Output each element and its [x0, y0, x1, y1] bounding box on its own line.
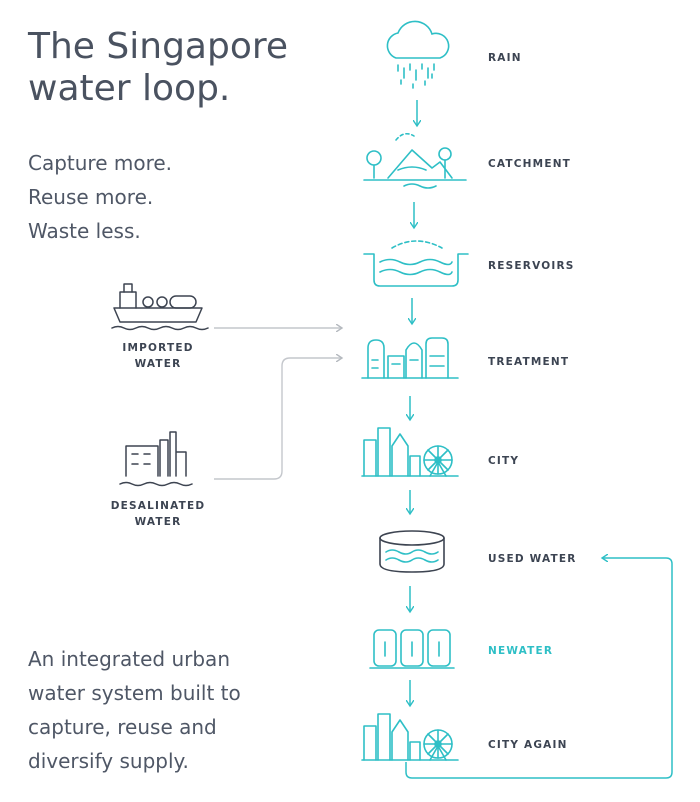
arrow-desalinated-to-treatment	[214, 358, 342, 480]
desalination-plant-icon	[119, 431, 193, 487]
city-again-skyline-icon	[361, 713, 459, 761]
page-title: The Singapore water loop.	[28, 26, 348, 110]
stage-label-city: CITY	[488, 455, 520, 467]
flow-arrows	[410, 100, 417, 706]
tanker-ship-icon	[111, 283, 209, 331]
stage-label-catchment: CATCHMENT	[488, 158, 572, 170]
title-line-2: water loop.	[28, 68, 231, 109]
tagline-line-2: Reuse more.	[28, 185, 154, 209]
source-label-imported-water: IMPORTED WATER	[122, 342, 194, 370]
summary-text: An integrated urban water system built t…	[28, 642, 328, 778]
reservoir-icon	[363, 240, 469, 287]
used-water-tank-icon	[379, 530, 445, 573]
stage-label-newater: NEWATER	[488, 645, 554, 657]
arrow-loop-back	[405, 558, 673, 779]
summary-line-2: water system built to	[28, 681, 241, 705]
stage-label-treatment: TREATMENT	[488, 356, 570, 368]
title-line-1: The Singapore	[28, 26, 289, 67]
summary-line-4: diversify supply.	[28, 749, 189, 773]
tagline-line-1: Capture more.	[28, 151, 173, 175]
rain-cloud-icon	[386, 20, 450, 89]
stage-label-rain: RAIN	[488, 52, 522, 64]
city-skyline-icon	[361, 427, 459, 477]
tagline: Capture more. Reuse more. Waste less.	[28, 146, 328, 248]
stage-label-city-again: CITY AGAIN	[488, 739, 568, 751]
treatment-plant-icon	[361, 337, 459, 379]
tagline-line-3: Waste less.	[28, 219, 141, 243]
source-label-desalinated-water: DESALINATED WATER	[110, 500, 206, 528]
summary-line-1: An integrated urban	[28, 647, 230, 671]
newater-tanks-icon	[369, 629, 455, 669]
stage-label-reservoirs: RESERVOIRS	[488, 260, 575, 272]
catchment-landscape-icon	[363, 132, 467, 189]
stage-label-used-water: USED WATER	[488, 553, 577, 565]
summary-line-3: capture, reuse and	[28, 715, 217, 739]
